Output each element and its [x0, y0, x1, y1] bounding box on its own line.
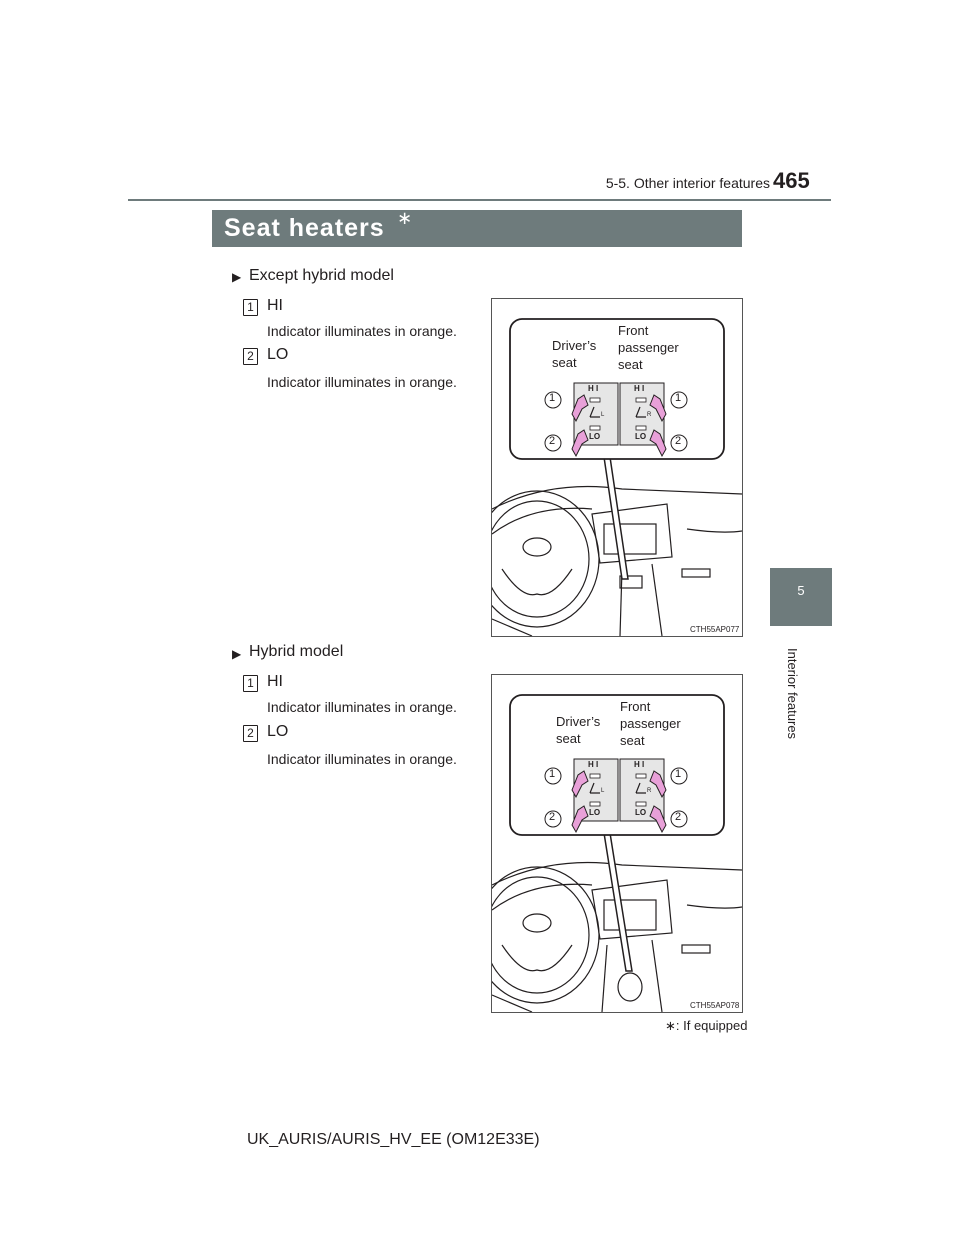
item-number-badge: 1	[243, 675, 258, 692]
hi-button-label: H I	[634, 384, 645, 393]
section-heading: Except hybrid model	[249, 267, 394, 284]
figure-code: CTH55AP077	[690, 625, 740, 634]
section-marker-icon: ▶	[232, 270, 242, 284]
item-label-lo: LO	[267, 346, 289, 363]
dashboard-illustration	[474, 318, 743, 637]
callout-number: 2	[549, 811, 556, 823]
item-label-lo: LO	[267, 723, 289, 740]
seat-heater-figure: Driver’s seat Front passenger seat 1 2 1…	[474, 298, 743, 637]
item-number-badge: 2	[243, 348, 258, 365]
lo-button-label: LO	[635, 808, 647, 817]
callout-number: 2	[675, 435, 682, 447]
item-description: Indicator illuminates in orange.	[267, 751, 457, 767]
dashboard-illustration	[474, 694, 743, 1013]
item-number-badge: 1	[243, 299, 258, 316]
document-footer: UK_AURIS/AURIS_HV_EE (OM12E33E)	[247, 1131, 540, 1148]
lo-button-label: LO	[635, 432, 647, 441]
item-description: Indicator illuminates in orange.	[267, 374, 457, 390]
hi-button-label: H I	[588, 384, 599, 393]
callout-number: 1	[549, 768, 556, 780]
side-right-label: R	[647, 412, 652, 418]
passenger-seat-label: Front passenger seat	[620, 699, 681, 748]
driver-seat-label: Driver’s seat	[552, 338, 597, 370]
hi-button-label: H I	[588, 760, 599, 769]
section-heading: Hybrid model	[249, 643, 344, 660]
lo-button-label: LO	[589, 432, 601, 441]
side-right-label: R	[647, 788, 652, 794]
callout-number: 2	[549, 435, 556, 447]
hi-button-label: H I	[634, 760, 645, 769]
page-title: Seat heaters	[224, 214, 385, 242]
item-description: Indicator illuminates in orange.	[267, 323, 457, 339]
callout-number: 1	[675, 768, 682, 780]
item-description: Indicator illuminates in orange.	[267, 699, 457, 715]
item-label-hi: HI	[267, 673, 283, 690]
section-header: 5-5. Other interior features	[605, 175, 770, 191]
chapter-label: Interior features	[785, 648, 800, 740]
page-number: 465	[773, 168, 810, 193]
item-label-hi: HI	[267, 297, 283, 314]
callout-number: 1	[675, 392, 682, 404]
item-number-badge: 2	[243, 725, 258, 742]
title-asterisk: ∗	[397, 208, 413, 228]
passenger-seat-label: Front passenger seat	[618, 323, 679, 372]
chapter-number: 5	[797, 583, 805, 598]
side-left-label: L	[601, 788, 605, 794]
figure-code: CTH55AP078	[690, 1001, 740, 1010]
seat-heater-figure: Driver’s seat Front passenger seat 1 2 1…	[474, 674, 743, 1013]
footnote: ∗: If equipped	[665, 1018, 748, 1033]
header-rule	[128, 199, 831, 201]
callout-number: 2	[675, 811, 682, 823]
side-left-label: L	[601, 412, 605, 418]
title-bar	[212, 210, 742, 247]
chapter-tab	[770, 568, 832, 626]
section-marker-icon: ▶	[232, 647, 242, 661]
lo-button-label: LO	[589, 808, 601, 817]
callout-number: 1	[549, 392, 556, 404]
driver-seat-label: Driver’s seat	[556, 714, 601, 746]
